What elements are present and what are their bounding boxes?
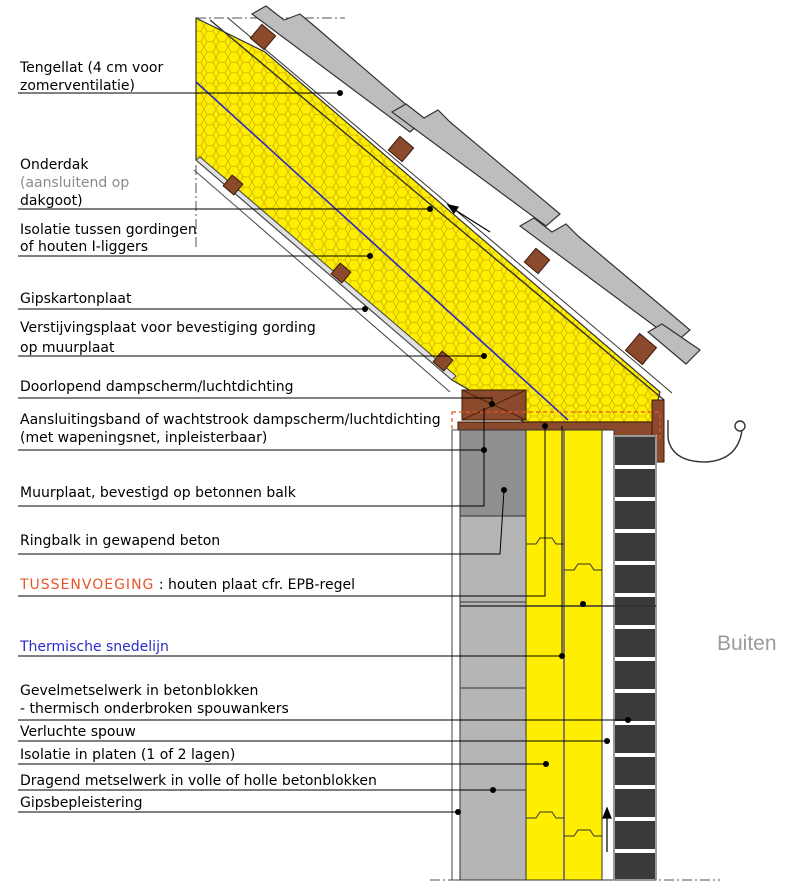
label-ringbalk: Ringbalk in gewapend beton	[20, 533, 221, 549]
label-muurplaat: Muurplaat, bevestigd op betonnen balk	[20, 485, 296, 501]
facade-brick	[613, 755, 657, 787]
label-aansluitingsband-1: Aansluitingsband of wachtstrook dampsche…	[20, 412, 441, 428]
gutter	[667, 420, 746, 463]
label-aansluitingsband-2: (met wapeningsnet, inpleisterbaar)	[20, 430, 268, 446]
facade-brick	[613, 691, 657, 723]
inner-block-wall	[459, 515, 527, 881]
roof-tiles	[250, 5, 701, 365]
ring-beam	[459, 429, 527, 517]
facade-brick	[613, 627, 657, 659]
label-dampscherm: Doorlopend dampscherm/luchtdichting	[20, 379, 294, 395]
facade-brick	[613, 819, 657, 851]
label-verstijvingsplaat-2: op muurplaat	[20, 340, 115, 356]
label-tengellat-1: Tengellat (4 cm voor	[20, 60, 164, 76]
leader-dots	[337, 90, 631, 815]
facade-brickwork	[613, 435, 657, 881]
label-isolatie-gordingen-2: of houten I-liggers	[20, 239, 149, 255]
label-gipskartonplaat: Gipskartonplaat	[20, 291, 132, 307]
facade-brick	[613, 659, 657, 691]
facade-brick	[613, 499, 657, 531]
label-tussenvoeging-rest: : houten plaat cfr. EPB-regel	[154, 577, 356, 593]
insulation-joints	[526, 537, 602, 837]
roof-underlay	[209, 19, 665, 401]
roof-battens	[222, 23, 658, 372]
label-onderdak: Onderdak	[20, 157, 89, 173]
facade-brick	[613, 467, 657, 499]
leader-lines	[18, 92, 628, 813]
label-verluchte-spouw: Verluchte spouw	[20, 724, 136, 740]
label-dragend-metselwerk: Dragend metselwerk in volle of holle bet…	[20, 773, 377, 789]
facade-brick	[613, 851, 657, 881]
label-tengellat-2: zomerventilatie)	[20, 78, 135, 94]
label-gevelmetselwerk-1: Gevelmetselwerk in betonblokken	[20, 683, 259, 699]
label-gevelmetselwerk-2: - thermisch onderbroken spouwankers	[20, 701, 289, 717]
label-tussenvoeging: TUSSENVOEGING : houten plaat cfr. EPB-re…	[20, 575, 355, 595]
label-thermische-snedelijn: Thermische snedelijn	[20, 639, 169, 655]
label-onderdak-note: (aansluitend op	[20, 175, 130, 191]
facade-brick	[613, 563, 657, 595]
facade-brick	[613, 531, 657, 563]
label-isolatie-platen: Isolatie in platen (1 of 2 lagen)	[20, 747, 236, 763]
label-verstijvingsplaat-1: Verstijvingsplaat voor bevestiging gordi…	[20, 320, 316, 336]
label-buiten: Buiten	[717, 632, 777, 655]
label-onderdak-tail: dakgoot)	[20, 193, 83, 209]
facade-brick	[613, 435, 657, 467]
facade-brick	[613, 787, 657, 819]
ventilation-arrow-roof	[446, 204, 491, 233]
facade-brick	[613, 595, 657, 627]
label-isolatie-gordingen-1: Isolatie tussen gordingen	[20, 222, 197, 238]
label-gipsbepleistering: Gipsbepleistering	[20, 795, 143, 811]
facade-brick	[613, 723, 657, 755]
ventilation-arrow-cavity	[602, 806, 612, 852]
label-tussenvoeging-key: TUSSENVOEGING	[20, 577, 155, 593]
